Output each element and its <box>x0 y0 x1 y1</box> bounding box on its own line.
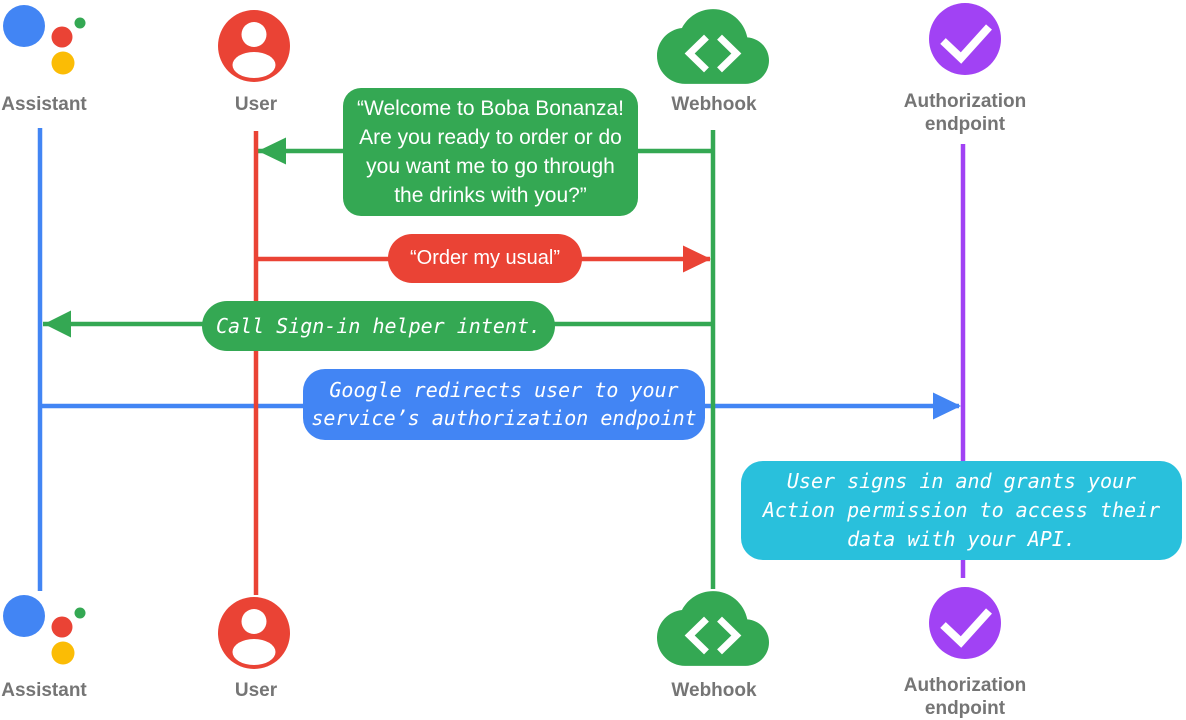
user-head <box>241 609 267 634</box>
authorization-check-icon <box>929 3 1001 80</box>
message-signin-text: Call Sign-in helper intent. <box>215 314 542 338</box>
note-grants-box: User signs in and grants your Action per… <box>741 461 1182 560</box>
actor-label-authorization-line2: endpoint <box>924 698 1006 719</box>
message-welcome-line3: you want me to go through <box>366 155 615 178</box>
assistant-yellow-circle <box>51 641 75 665</box>
authorization-check-icon-bottom <box>929 587 1001 664</box>
actor-label-authorization-top: Authorization endpoint <box>904 90 1026 136</box>
arrow-welcome-head-left-icon <box>258 137 286 165</box>
actor-label-user-top: User <box>234 94 278 115</box>
message-redirect-line2: service’s authorization endpoint <box>311 406 697 430</box>
code-bracket-right-icon <box>717 34 742 73</box>
google-assistant-icon <box>0 0 88 83</box>
arrow-order-head-right-icon <box>683 245 711 273</box>
code-bracket-right-icon <box>717 616 742 655</box>
actor-label-assistant-bottom: Assistant <box>1 680 87 701</box>
authorization-circle <box>929 3 1001 75</box>
note-grants-line1: User signs in and grants your <box>786 469 1137 493</box>
user-shoulders <box>232 639 276 665</box>
assistant-blue-circle <box>3 5 45 47</box>
note-grants-line3: data with your API. <box>847 527 1076 551</box>
actor-label-authorization-bottom: Authorization endpoint <box>904 674 1026 720</box>
assistant-blue-circle <box>3 595 45 637</box>
message-welcome-line2: Are you ready to order or do <box>359 126 622 149</box>
message-order-text: “Order my usual” <box>409 247 561 269</box>
code-bracket-left-icon <box>684 34 709 73</box>
actor-label-webhook-bottom: Webhook <box>671 680 757 701</box>
actor-label-assistant-top: Assistant <box>1 94 87 115</box>
note-grants-line2: Action permission to access their <box>762 498 1161 522</box>
checkmark-icon <box>940 608 992 648</box>
checkmark-icon <box>940 24 992 64</box>
user-person-icon-bottom <box>218 597 290 674</box>
actor-label-authorization-line1: Authorization <box>903 91 1027 112</box>
webhook-cloud-icon <box>657 9 769 89</box>
assistant-green-dot <box>74 607 86 619</box>
assistant-green-dot <box>74 17 86 29</box>
arrow-redirect-head-right-icon <box>933 392 961 420</box>
google-assistant-icon-bottom <box>0 590 88 673</box>
actor-label-webhook-top: Webhook <box>671 94 757 115</box>
message-signin-box: Call Sign-in helper intent. <box>202 301 555 351</box>
message-welcome-box: “Welcome to Boba Bonanza! Are you ready … <box>343 88 638 216</box>
webhook-cloud-shape <box>657 9 769 84</box>
assistant-yellow-circle <box>51 51 75 75</box>
assistant-red-circle <box>51 616 73 638</box>
user-person-icon <box>218 10 290 87</box>
actor-label-authorization-line2: endpoint <box>924 114 1006 135</box>
message-redirect-box: Google redirects user to your service’s … <box>303 369 705 440</box>
message-welcome-line1: “Welcome to Boba Bonanza! <box>357 97 624 120</box>
user-head <box>241 22 267 47</box>
actor-label-authorization-line1: Authorization <box>903 675 1027 696</box>
assistant-red-circle <box>51 26 73 48</box>
code-bracket-left-icon <box>684 616 709 655</box>
message-redirect-line1: Google redirects user to your <box>329 378 679 402</box>
arrow-signin-head-left-icon <box>44 310 71 338</box>
authorization-circle <box>929 587 1001 659</box>
webhook-cloud-icon-bottom <box>657 591 769 671</box>
message-welcome-line4: the drinks with you?” <box>394 184 587 207</box>
webhook-cloud-shape <box>657 591 769 666</box>
actor-label-user-bottom: User <box>234 680 278 701</box>
user-shoulders <box>232 52 276 78</box>
message-order-box: “Order my usual” <box>388 234 582 283</box>
